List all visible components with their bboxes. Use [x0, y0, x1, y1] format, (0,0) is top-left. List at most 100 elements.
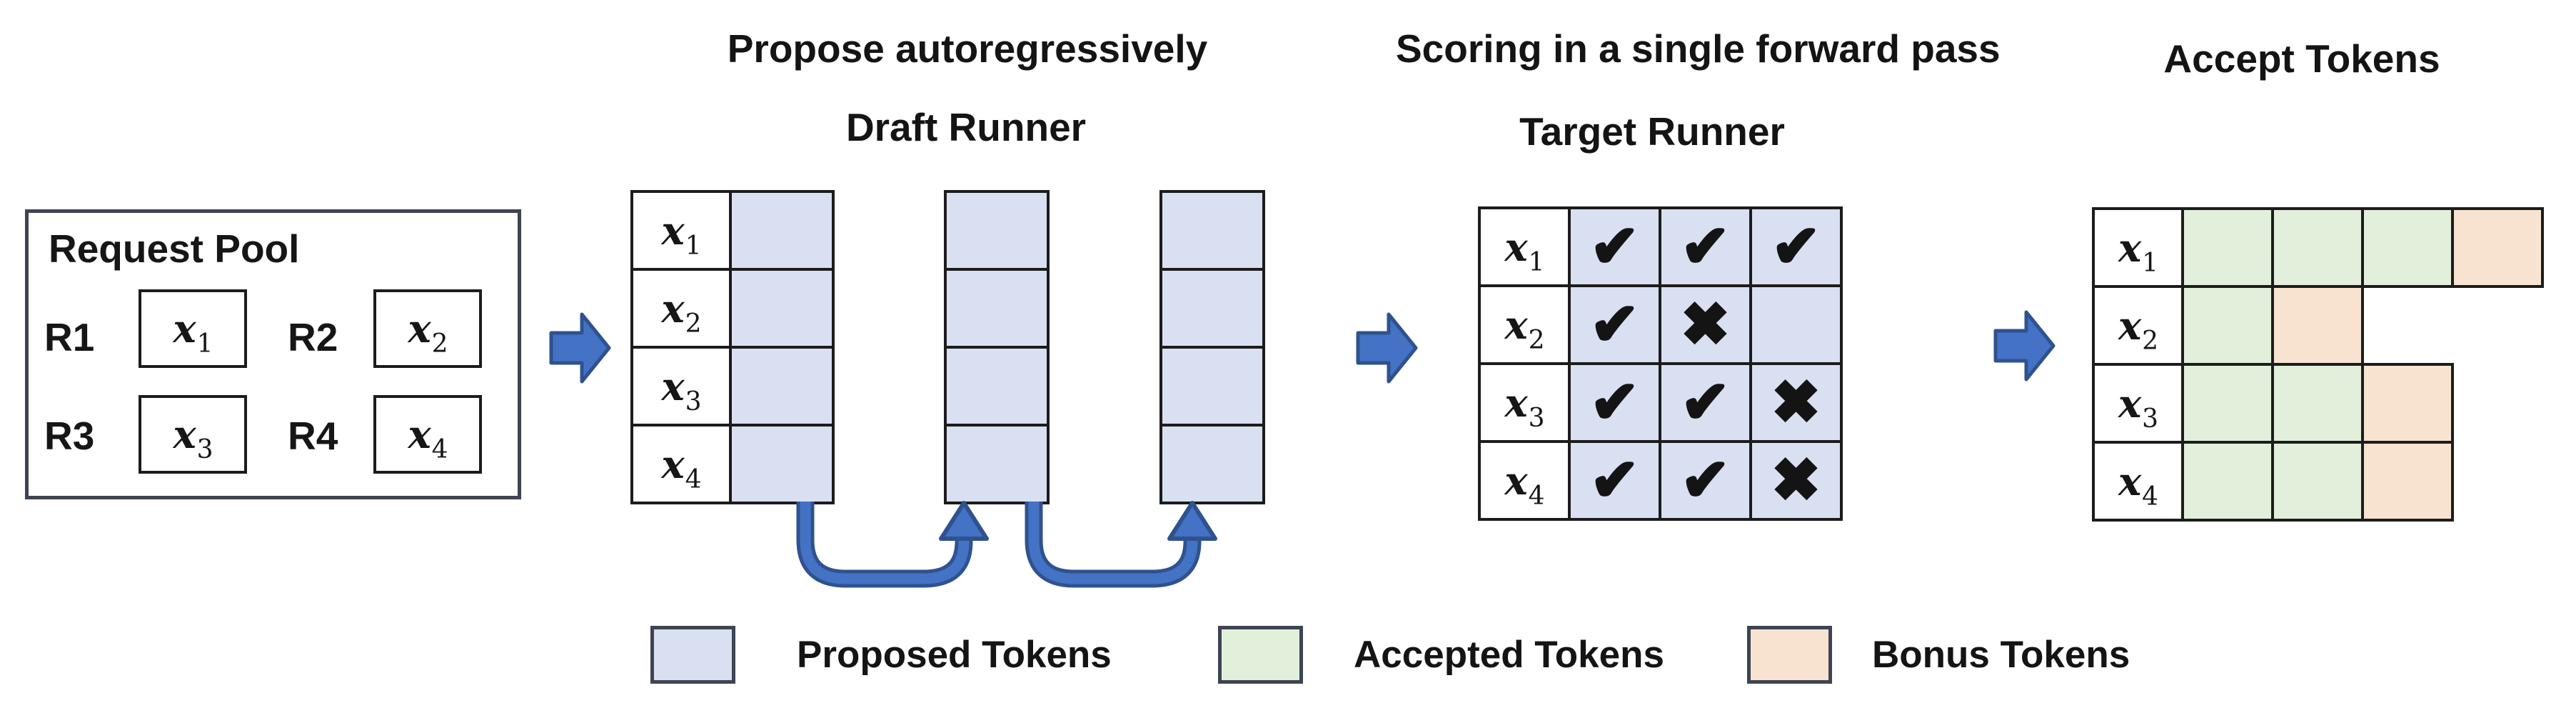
proposed-token-cell — [1162, 349, 1262, 424]
token-label-x2: x2 — [1504, 301, 1545, 355]
score-cell: ✖ — [1752, 443, 1840, 518]
legend-swatch-accepted — [1218, 626, 1303, 684]
request-label-r3: R3 — [44, 414, 95, 458]
request-token-box-x3: x3 — [139, 395, 247, 474]
legend-label-proposed: Proposed Tokens — [797, 634, 1112, 676]
draft-row-label-x4: x4 — [633, 427, 729, 502]
token-label-x2: x2 — [661, 285, 702, 339]
draft-step2-column — [944, 190, 1050, 504]
accepted-token-cell — [2184, 366, 2271, 441]
score-cell: ✔ — [1571, 209, 1659, 284]
check-mark: ✔ — [1589, 290, 1641, 359]
target-row-label-x3: x3 — [1481, 365, 1568, 440]
target-row-label-x4: x4 — [1481, 443, 1568, 518]
accepted-token-cell — [2274, 210, 2361, 285]
draft-row-label-x3: x3 — [633, 349, 729, 424]
cross-mark: ✖ — [1770, 368, 1822, 437]
token-label-x3: x3 — [1504, 379, 1545, 433]
proposed-token-cell — [732, 193, 832, 268]
check-mark: ✔ — [1770, 212, 1822, 281]
score-cell: ✔ — [1661, 209, 1749, 284]
token-label-x3: x3 — [661, 363, 702, 417]
score-cell — [1752, 287, 1840, 362]
accepted-token-cell — [2184, 210, 2271, 285]
accepted-token-cell — [2364, 210, 2451, 285]
proposed-token-cell — [947, 427, 1047, 502]
target-runner-subtitle: Target Runner — [1519, 109, 1785, 154]
token-label-x1: x1 — [661, 207, 702, 261]
cross-mark: ✖ — [1679, 290, 1731, 359]
target-scoring-table: x1 ✔ ✔ ✔ x2 ✔ ✖ x3 ✔ ✔ ✖ x4 ✔ ✔ ✖ — [1478, 206, 1843, 521]
accepted-token-cell — [2274, 366, 2361, 441]
check-mark: ✔ — [1679, 446, 1731, 514]
proposed-token-cell — [732, 427, 832, 502]
accept-row-label-x4: x4 — [2095, 444, 2181, 519]
token-label-x4: x4 — [2118, 458, 2159, 512]
score-cell: ✔ — [1661, 443, 1749, 518]
draft-step3-column — [1159, 190, 1265, 504]
token-label-x3: x3 — [2118, 380, 2159, 434]
score-cell: ✔ — [1661, 365, 1749, 440]
accept-row-x3: x3 — [2092, 363, 2454, 444]
proposed-token-cell — [732, 349, 832, 424]
accepted-token-cell — [2184, 444, 2271, 519]
legend-label-accepted: Accepted Tokens — [1354, 634, 1664, 676]
request-label-r1: R1 — [44, 315, 95, 359]
request-token-box-x4: x4 — [373, 395, 482, 474]
loop-arrow-step2-to-step3 — [1025, 501, 1217, 588]
token-label-x2: x2 — [408, 306, 448, 359]
score-cell: ✖ — [1752, 365, 1840, 440]
check-mark: ✔ — [1679, 212, 1731, 281]
token-label-x4: x4 — [661, 441, 702, 494]
score-cell: ✔ — [1571, 365, 1659, 440]
target-stage-title: Scoring in a single forward pass — [1396, 26, 2001, 71]
accepted-token-cell — [2184, 288, 2271, 363]
flow-arrow-target-to-accept — [1993, 310, 2056, 382]
accept-row-label-x2: x2 — [2095, 288, 2181, 363]
bonus-token-cell — [2364, 366, 2451, 441]
score-cell: ✖ — [1661, 287, 1749, 362]
accept-row-label-x3: x3 — [2095, 366, 2181, 441]
legend-swatch-bonus — [1747, 626, 1832, 684]
proposed-token-cell — [1162, 271, 1262, 346]
bonus-token-cell — [2454, 210, 2541, 285]
bonus-token-cell — [2364, 444, 2451, 519]
target-row-label-x2: x2 — [1481, 287, 1568, 362]
legend-swatch-proposed — [650, 626, 735, 684]
score-cell: ✔ — [1571, 287, 1659, 362]
token-label-x1: x1 — [1504, 224, 1545, 277]
draft-step1-table: x1 x2 x3 x4 — [630, 190, 835, 504]
token-label-x2: x2 — [2118, 302, 2159, 356]
proposed-token-cell — [732, 271, 832, 346]
check-mark: ✔ — [1589, 212, 1641, 281]
request-token-box-x2: x2 — [373, 289, 482, 368]
score-cell: ✔ — [1571, 443, 1659, 518]
token-label-x4: x4 — [408, 412, 448, 464]
token-label-x1: x1 — [2118, 224, 2159, 278]
request-token-box-x1: x1 — [139, 289, 247, 368]
request-pool-title: Request Pool — [49, 226, 300, 271]
request-label-r2: R2 — [288, 315, 338, 359]
loop-arrow-step1-to-step2 — [796, 501, 989, 588]
accept-row-x2: x2 — [2092, 285, 2364, 366]
flow-arrow-pool-to-draft — [549, 312, 611, 384]
draft-row-label-x1: x1 — [633, 193, 729, 268]
request-label-r4: R4 — [288, 414, 338, 458]
target-row-label-x1: x1 — [1481, 209, 1568, 284]
legend-label-bonus: Bonus Tokens — [1872, 634, 2130, 676]
check-mark: ✔ — [1679, 368, 1731, 437]
token-label-x3: x3 — [173, 412, 213, 464]
draft-row-label-x2: x2 — [633, 271, 729, 346]
proposed-token-cell — [1162, 193, 1262, 268]
draft-runner-subtitle: Draft Runner — [845, 105, 1087, 149]
flow-arrow-draft-to-target — [1356, 312, 1418, 384]
score-cell: ✔ — [1752, 209, 1840, 284]
proposed-token-cell — [1162, 427, 1262, 502]
cross-mark: ✖ — [1770, 446, 1822, 514]
accept-row-x1: x1 — [2092, 207, 2544, 288]
proposed-token-cell — [947, 349, 1047, 424]
request-pool-panel: Request Pool R1 x1 R2 x2 R3 x3 R4 x4 — [25, 209, 521, 499]
token-label-x4: x4 — [1504, 457, 1545, 511]
accept-title: Accept Tokens — [2163, 36, 2440, 81]
